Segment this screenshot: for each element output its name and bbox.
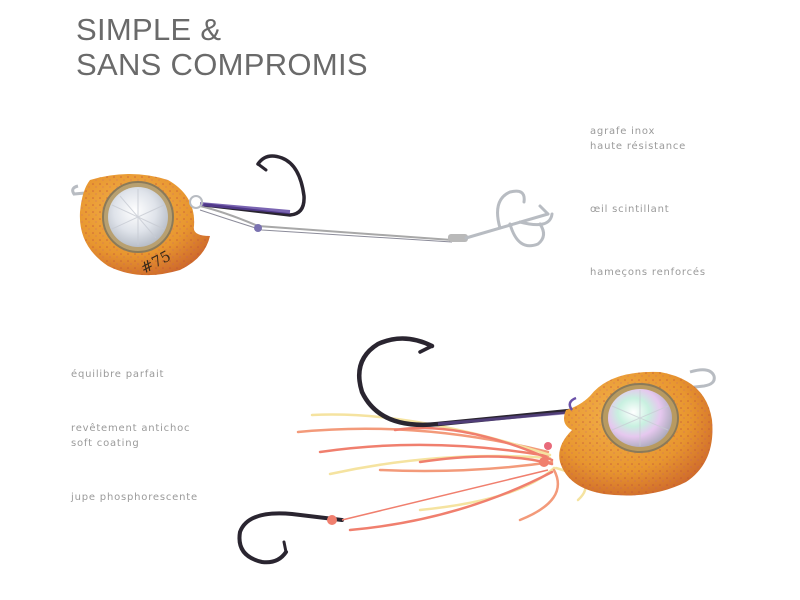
clip-bottom	[685, 368, 716, 390]
hook-single-top	[203, 154, 306, 217]
feature-label-eye: œil scintillant	[590, 204, 670, 215]
wire-leader	[199, 205, 453, 241]
treble-hook	[464, 189, 554, 248]
lure-bottom	[237, 336, 716, 565]
feature-label-coating: revêtement antichoc soft coating	[71, 423, 191, 449]
feature-label-skirt: jupe phosphorescente	[71, 492, 198, 503]
crimp	[448, 234, 468, 242]
feature-label-clip: agrafe inox haute résistance	[590, 126, 687, 152]
hook-large	[357, 336, 583, 428]
feature-label-hooks: hameçons renforcés	[590, 267, 706, 278]
skirt	[296, 413, 587, 532]
title-line-1: SIMPLE &	[76, 12, 222, 47]
feature-label-balance: équilibre parfait	[71, 369, 165, 380]
title-line-2: SANS COMPROMIS	[76, 47, 368, 82]
page-title: SIMPLE & SANS COMPROMIS	[76, 12, 368, 82]
hook-small	[237, 511, 344, 565]
clip-top	[71, 184, 97, 196]
lure-top: #75	[71, 154, 554, 278]
knot	[254, 224, 262, 232]
